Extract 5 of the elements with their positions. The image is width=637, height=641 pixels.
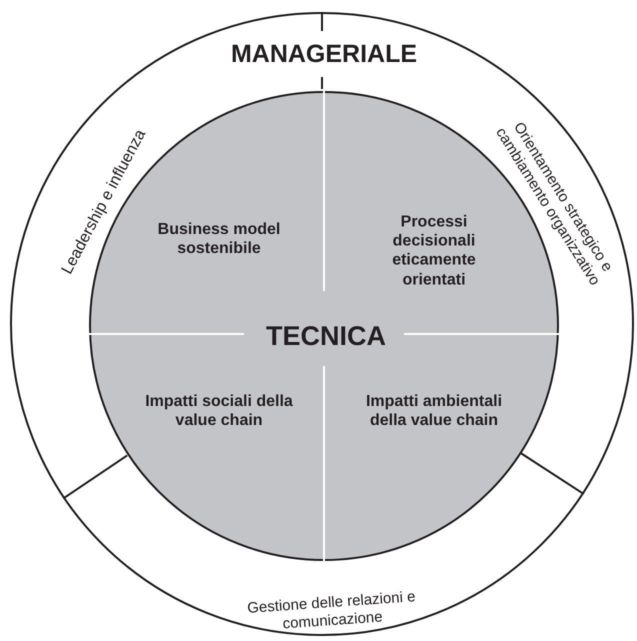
quadrant-label: Impatti sociali della value chain bbox=[139, 392, 299, 430]
quadrant-label: Processi decisionali eticamente orientati bbox=[359, 212, 509, 290]
quadrant-label: Business model sostenibile bbox=[139, 220, 299, 258]
ring-sector-label: Gestione delle relazioni e comunicazione bbox=[231, 587, 433, 637]
quadrant-label: Impatti ambientali della value chain bbox=[349, 392, 519, 430]
